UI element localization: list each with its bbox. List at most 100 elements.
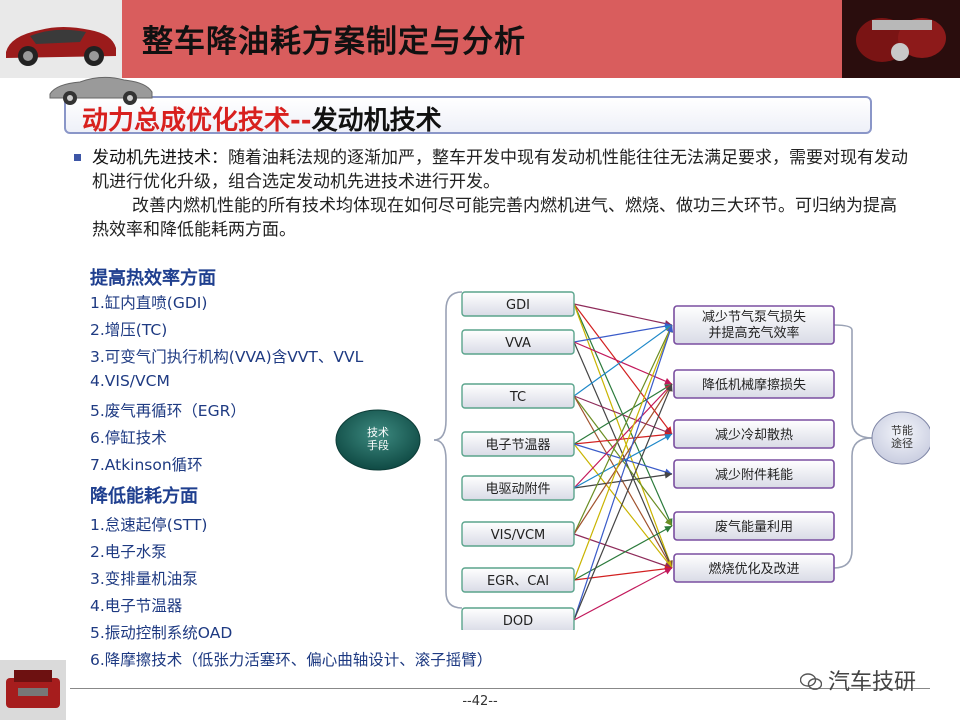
goal-label: 减少冷却散热 [715,428,793,443]
thermal-heading: 提高热效率方面 [90,268,216,289]
connector-line [573,324,673,581]
energy-item: 5.振动控制系统OAD [90,624,233,642]
car-image-left [0,0,122,78]
connector-line [573,473,673,489]
thermal-item: 4.VIS/VCM [90,372,170,390]
thermal-item: 3.可变气门执行机构(VVA)含VVT、VVL [90,348,364,366]
intro-paragraph: 发动机先进技术：随着油耗法规的逐渐加严，整车开发中现有发动机性能往往无法满足要求… [74,146,912,242]
thermal-item: 6.停缸技术 [90,429,167,447]
goal-box [673,305,835,345]
tech-box [461,431,575,457]
tech-label: VVA [505,336,531,351]
connector-line [573,443,673,569]
connector-line [573,433,673,489]
source-label: 手段 [367,438,389,452]
subtitle-frame [64,96,872,134]
thermal-item: 7.Atkinson循环 [90,456,203,474]
goal-box [673,369,835,399]
car-image-bottom-left [0,660,66,720]
connector-line [573,383,673,621]
connector-line [573,395,673,569]
connector-line [573,303,673,326]
arrow-head [664,471,672,479]
arrow-head [664,518,672,526]
goal-box [673,419,835,449]
watermark-text: 汽车技研 [828,670,917,695]
connector-line [573,383,673,445]
connector-line [573,341,673,569]
tech-label: DOD [503,614,533,629]
brace-line [433,439,463,609]
footer-divider [70,688,930,689]
energy-item: 2.电子水泵 [90,543,167,561]
connector-line [573,324,673,621]
arrow-head [664,560,672,568]
energy-item: 1.怠速起停(STT) [90,516,208,534]
connector-line [573,567,673,621]
connector-line [573,533,673,569]
technology-diagram: 技术手段GDIVVATC电子节温器电驱动附件VIS/VCMEGR、CAIDOD减… [335,291,930,630]
subtitle-black-part: 发动机技术 [311,106,442,136]
thermal-item: 2.增压(TC) [90,321,168,339]
engine-image-right [842,0,960,78]
arrow-head [664,568,672,575]
connector-line [573,525,673,581]
source-label: 技术 [367,426,389,439]
target-node [871,411,930,465]
tech-label: EGR、CAI [487,574,549,589]
goal-box [673,511,835,541]
source-node [335,409,421,471]
bullet-icon [74,154,81,161]
goal-box [673,459,835,489]
tech-box [461,607,575,630]
connector-line [573,567,673,581]
tech-box [461,567,575,593]
section-subtitle: 动力总成优化技术--发动机技术 [82,100,442,137]
goal-label: 废气能量利用 [715,519,793,535]
energy-item: 4.电子节温器 [90,597,183,615]
goal-label: 降低机械摩擦损失 [702,377,806,393]
arrow-head [666,384,673,392]
intro-text-2: 改善内燃机性能的所有技术均体现在如何尽可能完善内燃机进气、燃烧、做功三大环节。可… [92,196,897,240]
tech-box [461,475,575,501]
header-bar [0,0,960,78]
energy-item: 6.降摩擦技术（低张力活塞环、偏心曲轴设计、滚子摇臂） [90,651,493,669]
goal-label: 并提高充气效率 [708,325,799,341]
brace-line [833,437,873,569]
tech-box [461,521,575,547]
brace-line [833,324,873,439]
arrow-head [664,526,672,533]
intro-lead: 发动机先进技术： [92,148,228,168]
connector-line [573,383,673,489]
goal-label: 燃烧优化及改进 [708,561,799,577]
subtitle-red-part: 动力总成优化技术-- [82,106,312,136]
tech-box [461,329,575,355]
tech-label: 电子节温器 [485,438,550,453]
goal-label: 减少节气泵气损失 [702,309,806,325]
connector-line [573,433,673,445]
tech-label: VIS/VCM [491,528,546,543]
thermal-item: 1.缸内直喷(GDI) [90,294,208,312]
arrow-head [664,378,672,385]
arrow-head [666,325,674,333]
page-number: --42-- [462,694,498,709]
tech-label: 电驱动附件 [485,482,550,497]
connector-line [573,324,673,535]
tech-label: TC [509,390,526,405]
goal-box [673,553,835,583]
page-title: 整车降油耗方案制定与分析 [142,24,526,60]
connector-line [573,341,673,385]
connector-line [573,383,673,535]
car-silhouette-icon [46,72,156,106]
connector-line [573,395,673,435]
connector-line [573,324,673,397]
tech-box [461,383,575,409]
connector-line [573,324,673,343]
target-label: 节能 [891,423,913,437]
energy-item: 3.变排量机油泵 [90,570,198,588]
watermark: 汽车技研 [800,664,916,696]
energy-heading: 降低能耗方面 [90,486,198,507]
target-label: 途径 [891,436,913,450]
arrow-head [664,434,672,441]
goal-label: 减少附件耗能 [715,468,793,483]
